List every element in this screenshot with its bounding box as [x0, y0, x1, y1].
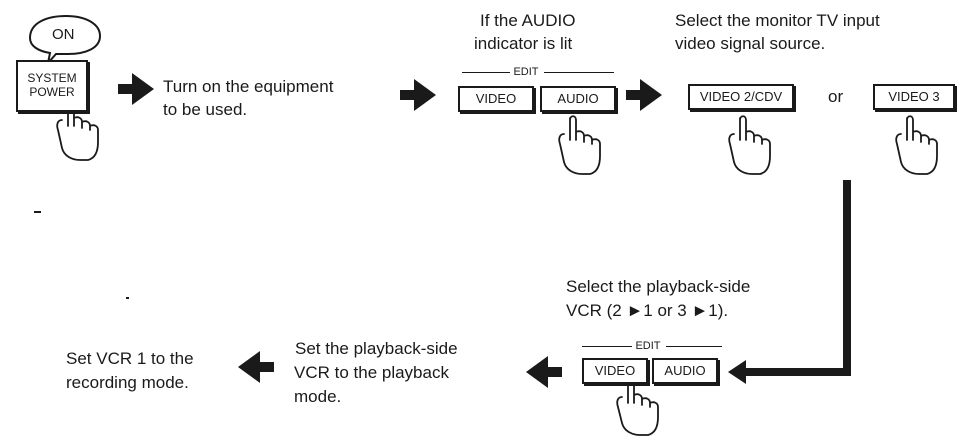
step3-instruction-line2: video signal source.: [675, 34, 826, 53]
arrow-right-icon: [626, 79, 662, 111]
step4-instruction-line1: Select the playback-side: [566, 277, 751, 296]
arrow-right-icon: [400, 79, 436, 111]
audio-button[interactable]: AUDIO: [652, 358, 718, 384]
edit-bracket-line-left: [462, 72, 510, 73]
edit-bracket-line-right: [544, 72, 614, 73]
step6-instruction-line1: Set VCR 1 to the: [66, 349, 194, 368]
pointing-hand-icon: [56, 101, 99, 161]
step5-instruction-line2: VCR to the playback: [294, 363, 449, 382]
step3-instruction-line1: Select the monitor TV input: [675, 11, 880, 30]
step1-instruction-line2: to be used.: [163, 100, 248, 119]
arrow-right-icon: [118, 73, 154, 105]
arrow-left-icon: [238, 351, 274, 383]
video3-button[interactable]: VIDEO 3: [873, 84, 955, 110]
pointing-hand-icon: [895, 115, 938, 175]
edit-bracket-line-left: [582, 346, 632, 347]
step1-instruction-line1: Turn on the equipment: [163, 77, 334, 96]
step5-instruction-line3: mode.: [294, 387, 342, 406]
step6-instruction-line2: recording mode.: [66, 373, 189, 392]
or-label: or: [828, 87, 844, 106]
edit-bracket-line-right: [666, 346, 722, 347]
on-label: ON: [52, 26, 75, 43]
step2-instruction-line1: If the AUDIO: [480, 11, 576, 30]
arrow-left-icon: [526, 356, 562, 388]
step4-instruction-line2: VCR (2 ►1 or 3 ►1).: [566, 301, 729, 320]
pointing-hand-icon: [616, 380, 659, 436]
scan-mark: [126, 297, 129, 299]
on-speech-bubble: [28, 14, 102, 67]
system-power-button[interactable]: SYSTEM POWER: [16, 60, 88, 112]
flow-connector: [728, 180, 851, 384]
scan-mark: [34, 211, 41, 213]
pointing-hand-icon: [558, 115, 601, 175]
video-button[interactable]: VIDEO: [458, 86, 534, 112]
step2-instruction-line2: indicator is lit: [474, 34, 573, 53]
step5-instruction-line1: Set the playback-side: [295, 339, 458, 358]
video2-cdv-button[interactable]: VIDEO 2/CDV: [688, 84, 794, 110]
pointing-hand-icon: [728, 115, 771, 175]
power-label-line1: SYSTEM: [27, 71, 77, 85]
audio-button[interactable]: AUDIO: [540, 86, 616, 112]
power-label-line2: POWER: [29, 85, 75, 99]
edit-group-label: EDIT: [513, 66, 539, 78]
edit-group-label: EDIT: [635, 340, 661, 352]
video-button[interactable]: VIDEO: [582, 358, 648, 384]
